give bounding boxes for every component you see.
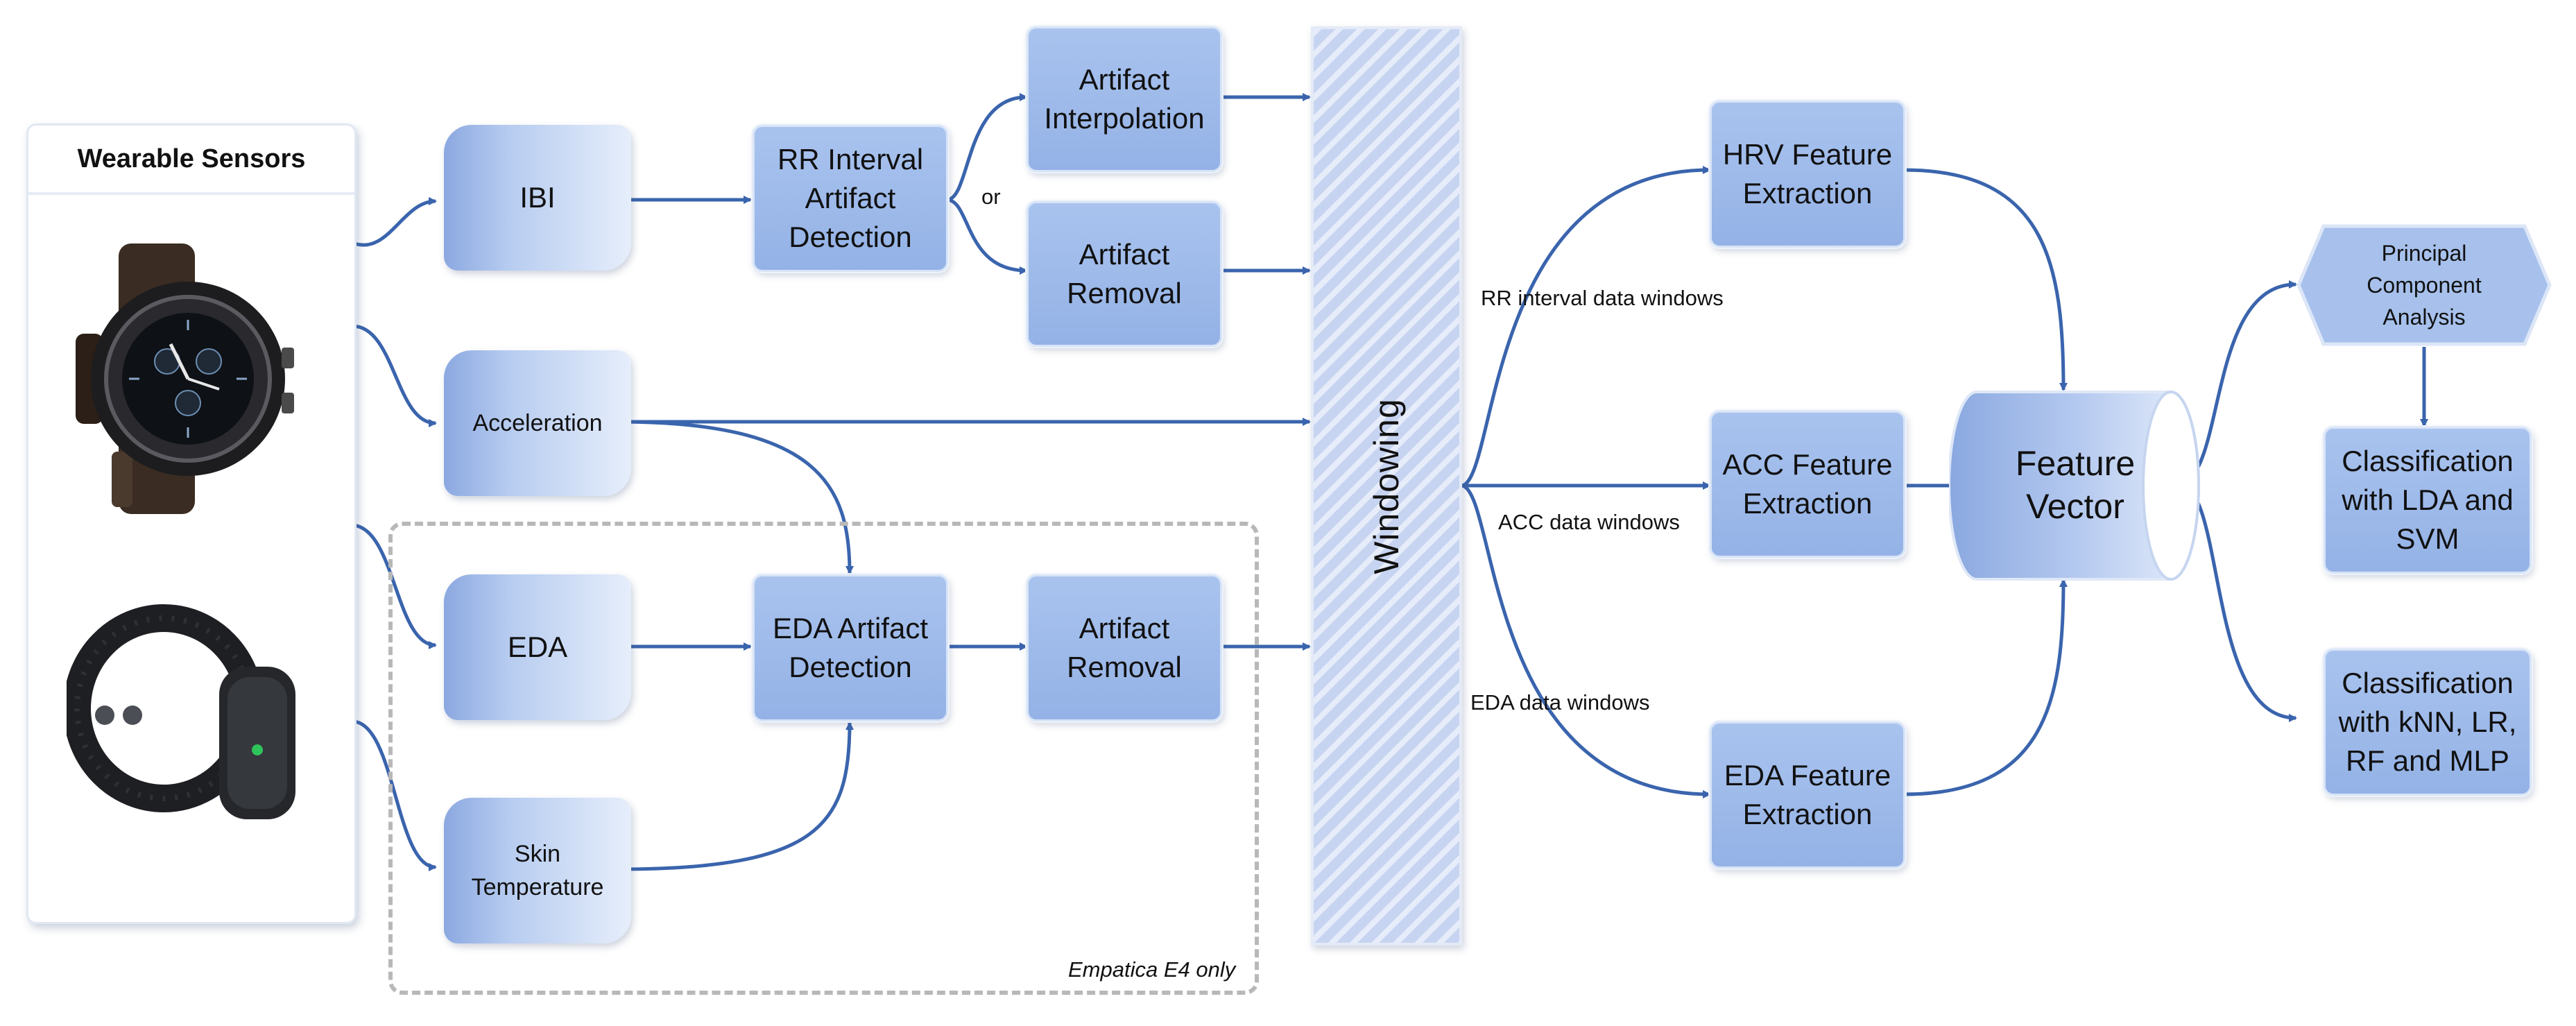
wristband-image (67, 604, 295, 819)
feature-vector-line-1: Feature (2015, 444, 2136, 483)
rr-detection-line-3: Detection (789, 221, 912, 253)
knn-line-1: Classification (2342, 667, 2514, 699)
eda-input: EDA (444, 574, 631, 720)
hrv-line-2: Extraction (1742, 177, 1873, 210)
classification-lda-svm-box: Classification with LDA and SVM (2324, 427, 2532, 574)
eda-windows-label: EDA data windows (1470, 690, 1650, 715)
knn-line-2: with kNN, LR, (2338, 706, 2517, 738)
arrow-rr-to-removal (946, 198, 1028, 275)
acceleration-input: Acceleration (444, 350, 631, 496)
lda-line-2: with LDA and (2342, 484, 2514, 516)
empatica-e4-frame (388, 522, 1259, 995)
rr-artifact-detection-box: RR Interval Artifact Detection (753, 125, 948, 272)
removal-rr-line-1: Artifact (1079, 238, 1170, 271)
feature-vector-line-2: Vector (2026, 487, 2124, 526)
acc-windows-label: ACC data windows (1498, 510, 1680, 534)
skin-temperature-input: Skin Temperature (444, 798, 631, 943)
arrow-skin-to-eda-detection (617, 721, 854, 871)
ibi-input: IBI (444, 125, 631, 271)
rr-detection-line-2: Artifact (805, 182, 896, 214)
or-label: or (981, 185, 1001, 209)
eda-feature-line-2: Extraction (1742, 798, 1873, 830)
hrv-feature-extraction-box: HRV Feature Extraction (1710, 101, 1905, 248)
skin-temperature-line-2: Temperature (471, 874, 604, 900)
arrow-windowing-to-eda-feature (1461, 484, 1711, 798)
removal-eda-line-2: Removal (1067, 651, 1182, 683)
acc-feature-extraction-box: ACC Feature Extraction (1710, 411, 1905, 558)
feature-vector-shape (1949, 391, 2200, 581)
arrow-hrv-to-vector (1903, 168, 2068, 391)
pca-line-3: Analysis (2382, 305, 2466, 330)
feature-vector: Feature Vector (1957, 390, 2193, 580)
hrv-line-1: HRV Feature (1722, 138, 1893, 171)
rr-windows-label: RR interval data windows (1481, 286, 1724, 310)
arrow-eda-feature-to-vector (1903, 579, 2068, 796)
ibi-label: IBI (520, 181, 556, 214)
acceleration-label: Acceleration (472, 410, 603, 436)
pca-line-2: Component (2367, 273, 2482, 298)
skin-temperature-label: Skin Temperature (472, 837, 604, 904)
lda-line-3: SVM (2396, 522, 2459, 555)
pca-box: Principal Component Analysis (2296, 223, 2552, 347)
acc-line-1: ACC Feature (1722, 448, 1893, 481)
artifact-removal-eda-box: Artifact Removal (1027, 574, 1222, 721)
artifact-removal-rr-box: Artifact Removal (1027, 201, 1222, 347)
lda-line-1: Classification (2342, 445, 2514, 477)
arrow-rr-to-interpolation (946, 93, 1028, 202)
eda-detection-line-2: Detection (789, 651, 912, 683)
eda-feature-extraction-box: EDA Feature Extraction (1710, 721, 1905, 869)
windowing-label: Windowing (1367, 397, 1406, 574)
interpolation-line-1: Artifact (1079, 63, 1170, 96)
eda-detection-line-1: EDA Artifact (772, 612, 929, 644)
eda-artifact-detection-box: EDA Artifact Detection (753, 574, 948, 721)
classification-knn-box: Classification with kNN, LR, RF and MLP (2324, 649, 2532, 796)
eda-label: EDA (507, 631, 568, 663)
windowing-bar: Windowing (1311, 26, 1462, 946)
arrow-windowing-to-hrv (1461, 166, 1711, 488)
acc-line-2: Extraction (1742, 487, 1873, 520)
removal-rr-line-2: Removal (1067, 277, 1182, 309)
removal-eda-line-1: Artifact (1079, 612, 1170, 644)
knn-line-3: RF and MLP (2346, 744, 2509, 777)
skin-temperature-line-1: Skin (514, 841, 561, 867)
interpolation-line-2: Interpolation (1044, 102, 1205, 135)
arrow-sensor-to-ibi (352, 197, 437, 247)
arrow-sensor-to-skin-temperature (352, 719, 437, 871)
smartwatch-image (76, 243, 294, 514)
arrow-acceleration-to-eda-detection (617, 420, 854, 574)
arrow-sensor-to-eda (352, 523, 437, 649)
pca-line-1: Principal (2381, 241, 2467, 266)
pca-shape (2296, 224, 2552, 346)
wearable-sensors-title: Wearable Sensors (28, 126, 354, 195)
wearable-sensors-panel: Wearable Sensors (26, 123, 357, 924)
empatica-e4-note: Empatica E4 only (1068, 957, 1236, 982)
eda-feature-line-1: EDA Feature (1724, 759, 1891, 792)
rr-detection-line-1: RR Interval (777, 143, 924, 176)
arrow-sensor-to-acceleration (352, 324, 437, 427)
artifact-interpolation-box: Artifact Interpolation (1027, 26, 1222, 172)
